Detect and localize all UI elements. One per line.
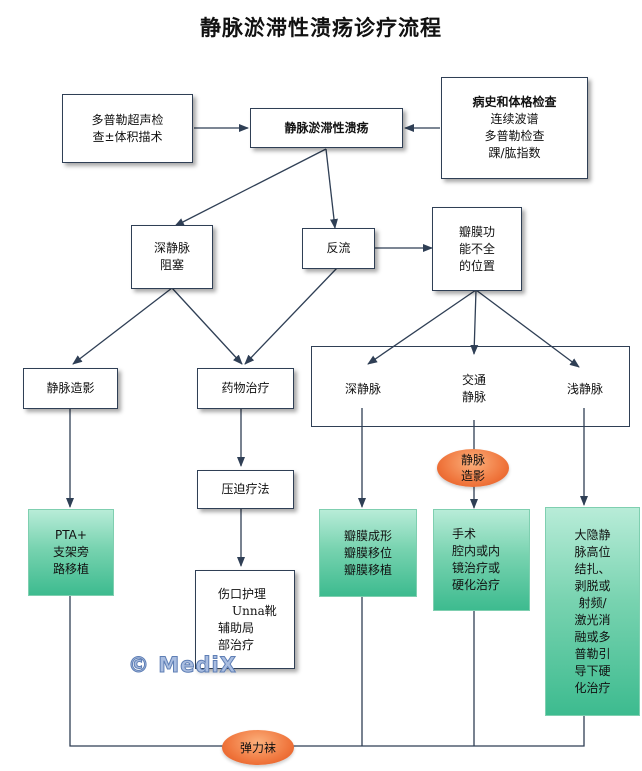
arrow-valve-to-superficial: [475, 289, 580, 368]
compression-box[interactable]: 压迫疗法: [197, 470, 294, 509]
vein-location-group: [311, 346, 630, 427]
pta-bypass-box[interactable]: PTA+ 支架旁 路移植: [28, 509, 114, 596]
perforator-venography-oval[interactable]: 静脉 造影: [437, 449, 509, 487]
page-title: 静脉淤滞性溃疡诊疗流程: [200, 16, 442, 40]
doppler-scan-box[interactable]: 多普勒超声检 查±体积描术: [62, 94, 193, 163]
valve-location-box[interactable]: 瓣膜功 能不全 的位置: [432, 207, 522, 291]
arrow-reflux-to-drug: [244, 267, 338, 365]
compression-stocking-oval[interactable]: 弹力袜: [222, 730, 294, 765]
superficial-vein-label: 浅静脉: [566, 382, 603, 396]
arrow-valve-to-deep-vein: [367, 289, 477, 365]
watermark: © MediX: [128, 653, 237, 678]
perforator-treatment-box[interactable]: 手术 腔内或内 镜治疗或 硬化治疗: [433, 509, 530, 611]
deep-obstruction-box[interactable]: 深静脉 阻塞: [131, 225, 213, 289]
arrow-deep-to-drug: [171, 287, 243, 365]
arrow-deep-to-venography: [72, 287, 173, 365]
gsv-treatment-box[interactable]: 大隐静 脉高位 结扎、 剥脱或 射频/ 激光消 融或多 普勒引 导下硬 化治疗: [545, 507, 640, 716]
deep-vein-label: 深静脉: [344, 382, 381, 396]
arrow-center-to-deep: [174, 148, 327, 227]
venography-box[interactable]: 静脉造影: [23, 368, 118, 409]
arrow-valve-to-perforator: [470, 289, 479, 355]
drug-therapy-box[interactable]: 药物治疗: [197, 368, 294, 409]
arrow-center-to-reflux: [325, 148, 338, 229]
valve-surgery-box[interactable]: 瓣膜成形 瓣膜移位 瓣膜移植: [319, 509, 417, 597]
bottom-bus-line: [69, 595, 585, 747]
perforator-vein-label: 交通 静脉: [461, 373, 486, 404]
history-exam-box[interactable]: 病史和体格检查 连续波谱 多普勒检查 踝/肱指数: [441, 77, 588, 179]
reflux-box[interactable]: 反流: [302, 228, 375, 269]
wound-care-box[interactable]: 伤口护理 Unna靴 辅助局 部治疗: [195, 570, 295, 669]
center-node-box[interactable]: 静脉淤滞性溃疡: [250, 108, 403, 148]
